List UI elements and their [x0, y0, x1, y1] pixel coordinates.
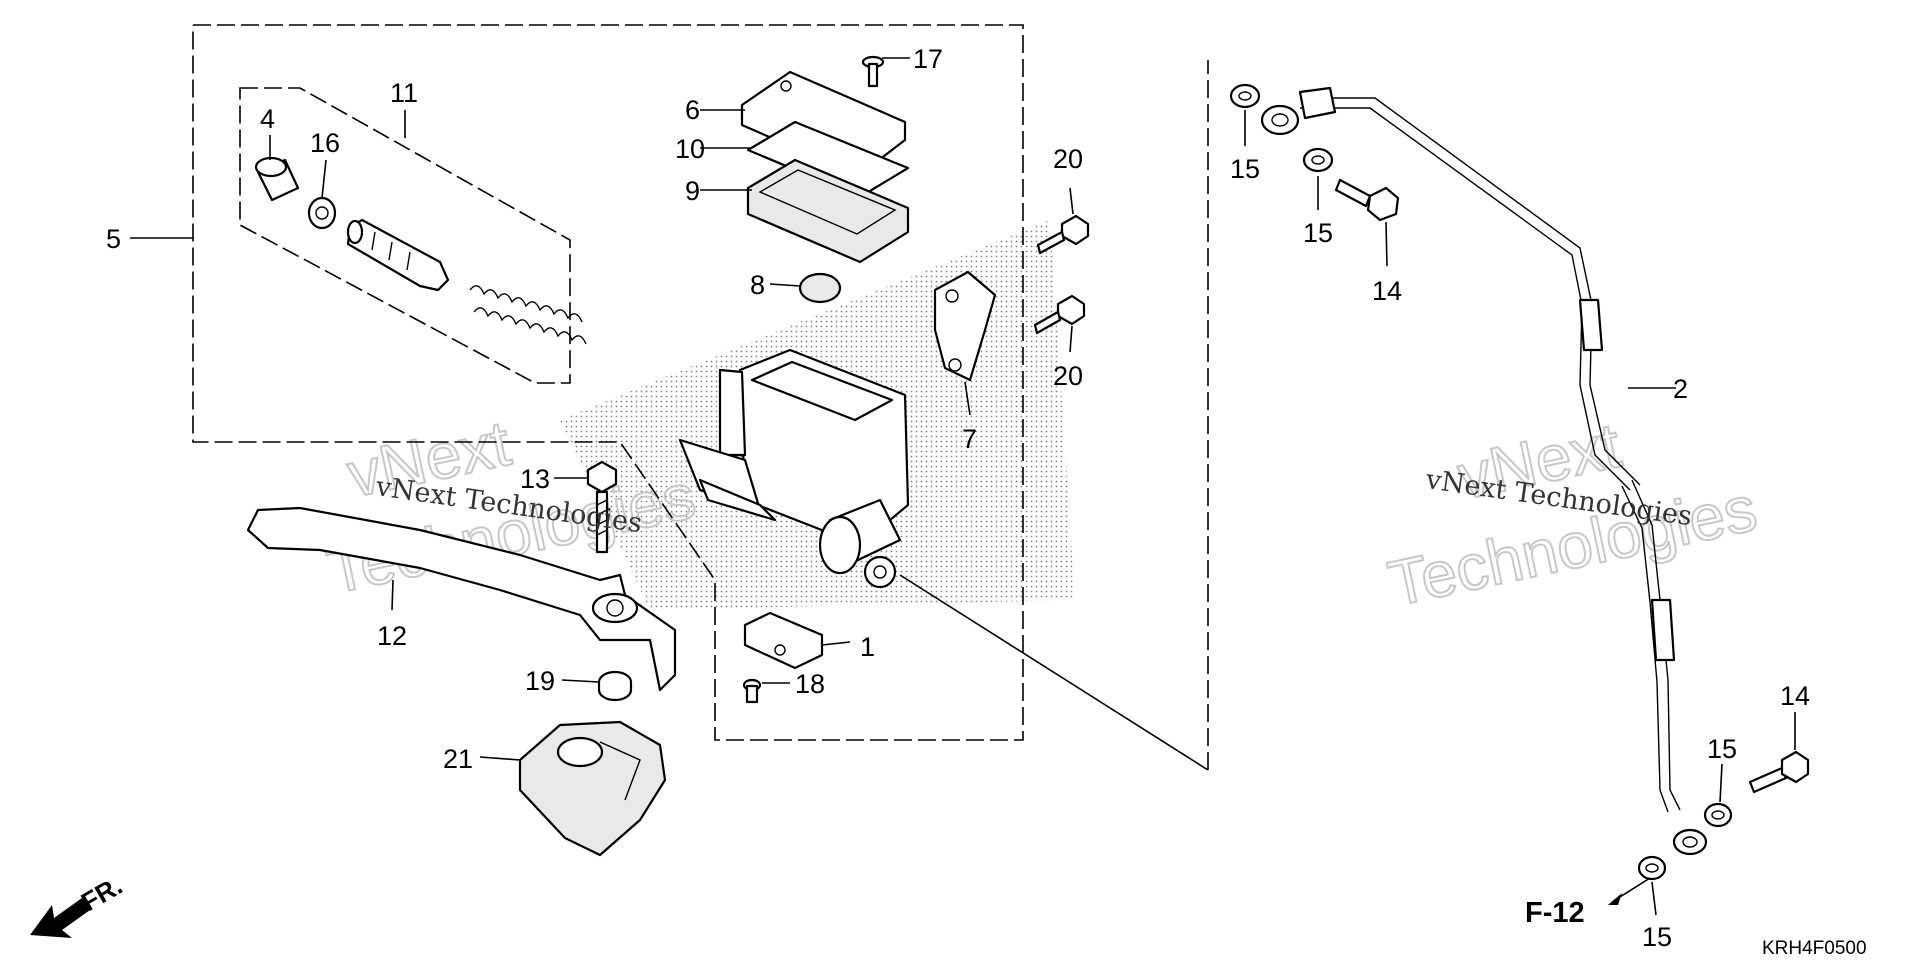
oil-bolt-upper	[1334, 178, 1400, 222]
callout-13: 13	[520, 464, 550, 494]
spring	[469, 285, 587, 345]
cap-screw	[861, 55, 885, 88]
front-direction-arrow: FR.	[30, 870, 127, 938]
callout-6: 6	[685, 95, 700, 125]
lever-pivot-nut	[597, 670, 633, 702]
group-frame-master-cylinder	[192, 24, 1024, 741]
brake-lever	[246, 506, 677, 692]
holder-bolt-upper	[1036, 214, 1090, 255]
handlebar-holder	[933, 270, 997, 382]
callout-16: 16	[310, 128, 340, 158]
callout-17: 17	[913, 44, 943, 74]
sealing-washer-4	[1637, 855, 1667, 881]
callout-21: 21	[443, 744, 473, 774]
piston	[346, 218, 450, 292]
reservoir-diaphragm	[746, 158, 910, 264]
hose-leader-line	[899, 574, 1209, 771]
callout-20-upper: 20	[1053, 144, 1083, 174]
piston-cup	[254, 156, 300, 202]
master-cylinder-body	[678, 348, 910, 589]
callout-12: 12	[377, 621, 407, 651]
group-frame-piston-kit	[239, 87, 571, 384]
sealing-washer-2	[1302, 147, 1334, 173]
callout-14-lower: 14	[1780, 681, 1810, 711]
callout-15-c: 15	[1707, 734, 1737, 764]
callout-18: 18	[795, 669, 825, 699]
callout-15-d: 15	[1642, 922, 1672, 952]
sealing-washer-1	[1229, 83, 1261, 109]
brake-light-switch	[743, 611, 824, 670]
leader-lines	[130, 57, 1796, 916]
diagram-code: KRH4F0500	[1762, 938, 1867, 959]
callout-14-upper: 14	[1372, 276, 1402, 306]
holder-bolt-lower	[1033, 294, 1086, 335]
callout-9: 9	[685, 176, 700, 206]
oil-bolt-lower	[1748, 750, 1810, 794]
callout-19: 19	[525, 666, 555, 696]
sealing-washer-3	[1703, 802, 1733, 828]
callout-7: 7	[962, 424, 977, 454]
switch-screw	[742, 678, 762, 704]
circlip	[307, 196, 337, 230]
callout-1: 1	[860, 632, 875, 662]
callout-2: 2	[1673, 374, 1688, 404]
reference-f12: F-12	[1525, 897, 1585, 929]
reservoir-float	[798, 272, 842, 304]
callout-4: 4	[260, 104, 275, 134]
lever-cover	[518, 720, 667, 857]
callout-5: 5	[106, 224, 121, 254]
callout-11: 11	[390, 78, 418, 108]
callout-20-lower: 20	[1053, 361, 1083, 391]
callout-15-a: 15	[1230, 154, 1260, 184]
callout-8: 8	[750, 270, 765, 300]
callout-10: 10	[675, 134, 705, 164]
brake-hose	[1260, 86, 1708, 856]
lever-pivot-bolt	[586, 460, 618, 554]
callout-15-b: 15	[1303, 218, 1333, 248]
